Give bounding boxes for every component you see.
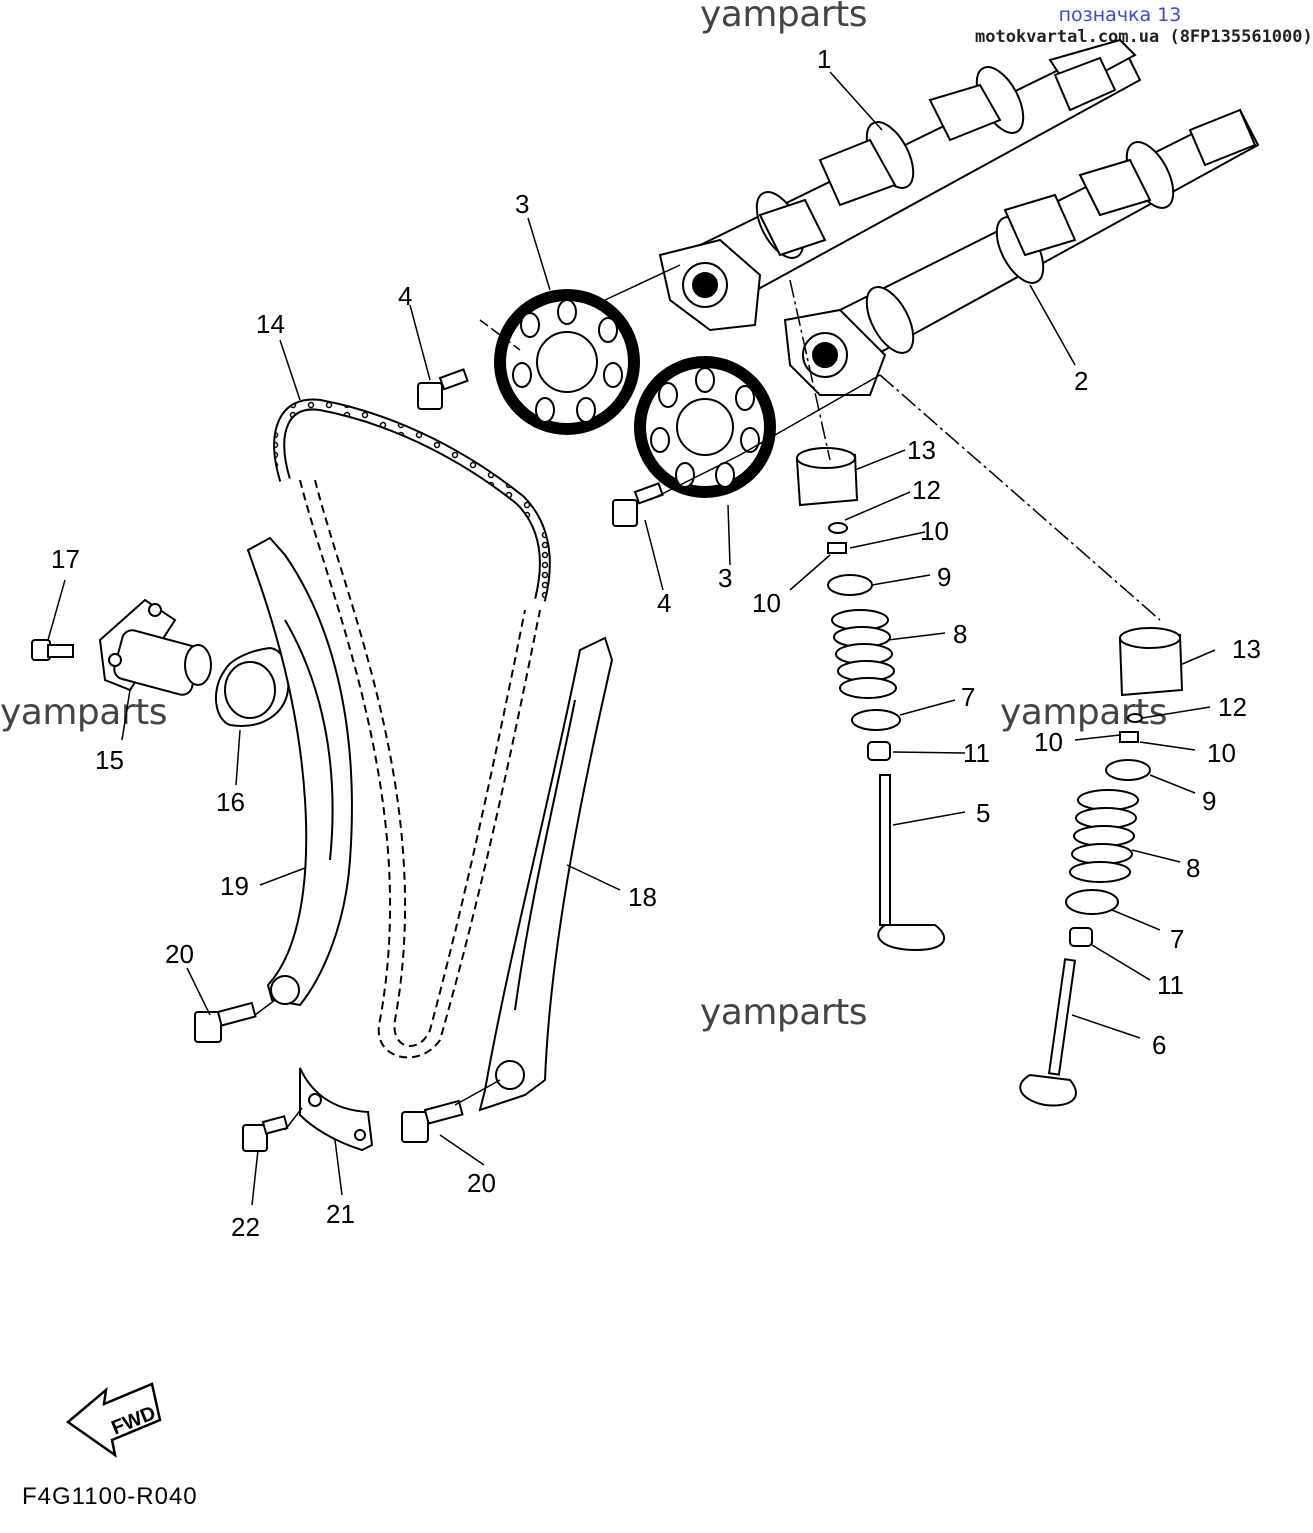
cam-chain bbox=[273, 398, 551, 1059]
callout-10-left-a: 10 bbox=[920, 516, 949, 546]
callout-4-upper: 4 bbox=[398, 281, 412, 311]
chain-guide-18 bbox=[478, 636, 614, 1112]
fwd-arrow-icon: FWD bbox=[65, 1382, 162, 1458]
header-label: позначка 13 bbox=[1058, 4, 1182, 26]
callout-12-right: 12 bbox=[1218, 692, 1247, 722]
gasket-16 bbox=[214, 646, 290, 727]
valve-train-right bbox=[1019, 627, 1184, 1107]
bolt-22 bbox=[242, 1115, 289, 1152]
diagram-code: F4G1100-R040 bbox=[22, 1483, 198, 1510]
watermark-left: yamparts bbox=[0, 692, 168, 733]
callout-1: 1 bbox=[817, 44, 831, 74]
callout-11-left: 11 bbox=[963, 738, 990, 768]
callout-8-left: 8 bbox=[953, 619, 967, 649]
bolt-20-right bbox=[401, 1099, 464, 1143]
callout-9-left: 9 bbox=[937, 562, 951, 592]
callout-20-left: 20 bbox=[165, 939, 194, 969]
callout-14: 14 bbox=[256, 309, 285, 339]
callout-17: 17 bbox=[51, 544, 80, 574]
callout-10-right-a: 10 bbox=[1034, 727, 1063, 757]
callout-7-right: 7 bbox=[1170, 924, 1184, 954]
bolt-4-lower bbox=[612, 482, 664, 527]
watermark-top: yamparts bbox=[700, 0, 868, 35]
callout-18: 18 bbox=[628, 882, 657, 912]
callout-13-right: 13 bbox=[1232, 634, 1261, 664]
tensioner-15 bbox=[98, 598, 212, 696]
bolt-17 bbox=[31, 639, 74, 661]
sprocket-3-upper bbox=[494, 289, 640, 435]
valve-train-left bbox=[795, 447, 946, 952]
sprocket-3-lower bbox=[634, 356, 776, 498]
callout-2: 2 bbox=[1074, 366, 1088, 396]
callout-labels: 1 2 3 3 4 4 5 6 7 7 8 8 9 9 10 10 10 10 … bbox=[51, 44, 1261, 1242]
callout-19: 19 bbox=[220, 871, 249, 901]
bolt-4-upper bbox=[417, 368, 469, 410]
callout-9-right: 9 bbox=[1202, 786, 1216, 816]
callout-6: 6 bbox=[1152, 1030, 1166, 1060]
callout-10-right-b: 10 bbox=[1207, 738, 1236, 768]
callout-20-right: 20 bbox=[467, 1168, 496, 1198]
callout-3-upper: 3 bbox=[515, 189, 529, 219]
watermark-right: yamparts bbox=[1000, 692, 1168, 733]
callout-11-right: 11 bbox=[1157, 970, 1184, 1000]
callout-22: 22 bbox=[231, 1212, 260, 1242]
callout-13-left: 13 bbox=[907, 435, 936, 465]
callout-3-lower: 3 bbox=[718, 563, 732, 593]
leader-lines bbox=[47, 71, 1216, 1206]
callout-21: 21 bbox=[326, 1199, 355, 1229]
chain-guide-19 bbox=[246, 536, 353, 1007]
callout-10-left-b: 10 bbox=[752, 588, 781, 618]
camshaft-1 bbox=[658, 38, 1142, 332]
callout-12-left: 12 bbox=[912, 475, 941, 505]
callout-7-left: 7 bbox=[961, 682, 975, 712]
header-source: motokvartal.com.ua (8FP135561000) bbox=[975, 27, 1313, 47]
camshaft-2 bbox=[783, 108, 1260, 396]
watermark-bottom: yamparts bbox=[700, 992, 868, 1033]
callout-16: 16 bbox=[216, 787, 245, 817]
bolt-20-left bbox=[194, 1001, 257, 1043]
callout-4-lower: 4 bbox=[657, 588, 671, 618]
callout-15: 15 bbox=[95, 745, 124, 775]
callout-8-right: 8 bbox=[1186, 853, 1200, 883]
plate-21 bbox=[299, 1067, 374, 1152]
callout-5: 5 bbox=[976, 798, 990, 828]
